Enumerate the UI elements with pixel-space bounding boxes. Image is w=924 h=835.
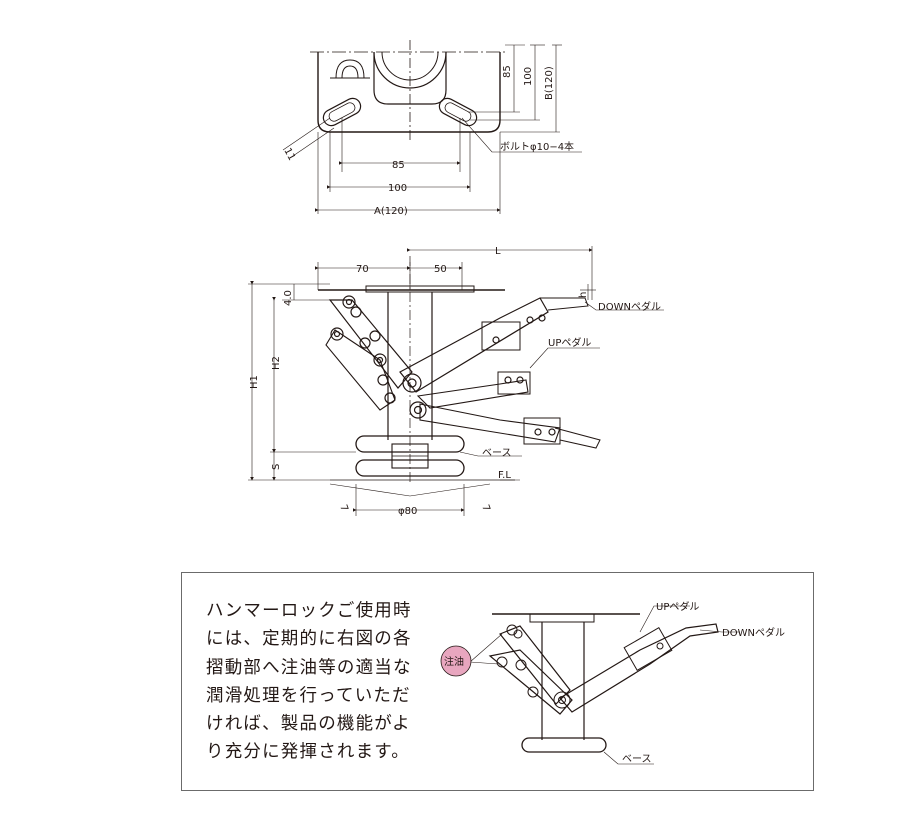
note-down-pedal: DOWNペダル [722, 626, 785, 639]
dim-L: L [495, 246, 501, 257]
down-pedal-label: DOWNペダル [598, 300, 661, 313]
note-line: ハンマーロックご使用時 [206, 601, 412, 621]
dim-FL: F.L [498, 470, 511, 481]
dim-A: A(120) [374, 206, 408, 217]
dim-50: 50 [434, 264, 447, 275]
dim-h: h [578, 292, 589, 298]
dim-7b: 7 [479, 503, 492, 513]
note-line: 潤滑処理を行っていただ [206, 685, 411, 706]
dim-100: 100 [388, 183, 407, 194]
dim-H1: H1 [249, 375, 260, 389]
note-line: ければ、製品の機能がよ [206, 714, 411, 735]
lubrication-note: ハンマーロックご使用時 には、定期的に右図の各 摺動部へ注油等の適当な 潤滑処理… [206, 597, 426, 767]
dim-v85: 85 [502, 65, 513, 78]
note-up-pedal: UPペダル [656, 600, 699, 613]
dim-7a: 7 [337, 503, 350, 513]
base-label: ベース [482, 447, 512, 459]
dim-70: 70 [356, 264, 369, 275]
dim-40: 4.0 [283, 290, 294, 306]
dim-vB: B(120) [544, 66, 555, 100]
side-view [248, 246, 664, 516]
note-box [181, 572, 814, 791]
bolt-label: ボルトφ10−4本 [500, 140, 574, 153]
bolt-slot-right [438, 97, 478, 127]
link-arm [325, 329, 396, 411]
dim-H2: H2 [271, 356, 282, 370]
up-pedal-label: UPペダル [548, 336, 591, 349]
note-line: には、定期的に右図の各 [206, 629, 412, 650]
lubrication-illustration [469, 605, 740, 765]
dim-85: 85 [392, 160, 405, 171]
dim-phi80: φ80 [398, 506, 417, 517]
upper-arm [328, 299, 413, 389]
pedal-arm-upper [399, 297, 549, 393]
pivot-pins [330, 295, 556, 436]
note-line: り充分に発揮されます。 [206, 742, 410, 763]
dim-S: S [271, 464, 282, 470]
top-view [282, 40, 582, 214]
dim-v100: 100 [523, 67, 534, 86]
oil-badge: 注油 [440, 645, 472, 677]
note-line: 摺動部へ注油等の適当な [206, 657, 412, 678]
top-plate [317, 52, 501, 133]
dim-slot: 11 [281, 146, 297, 162]
note-base: ベース [622, 753, 652, 765]
svg-text:注油: 注油 [444, 655, 464, 668]
